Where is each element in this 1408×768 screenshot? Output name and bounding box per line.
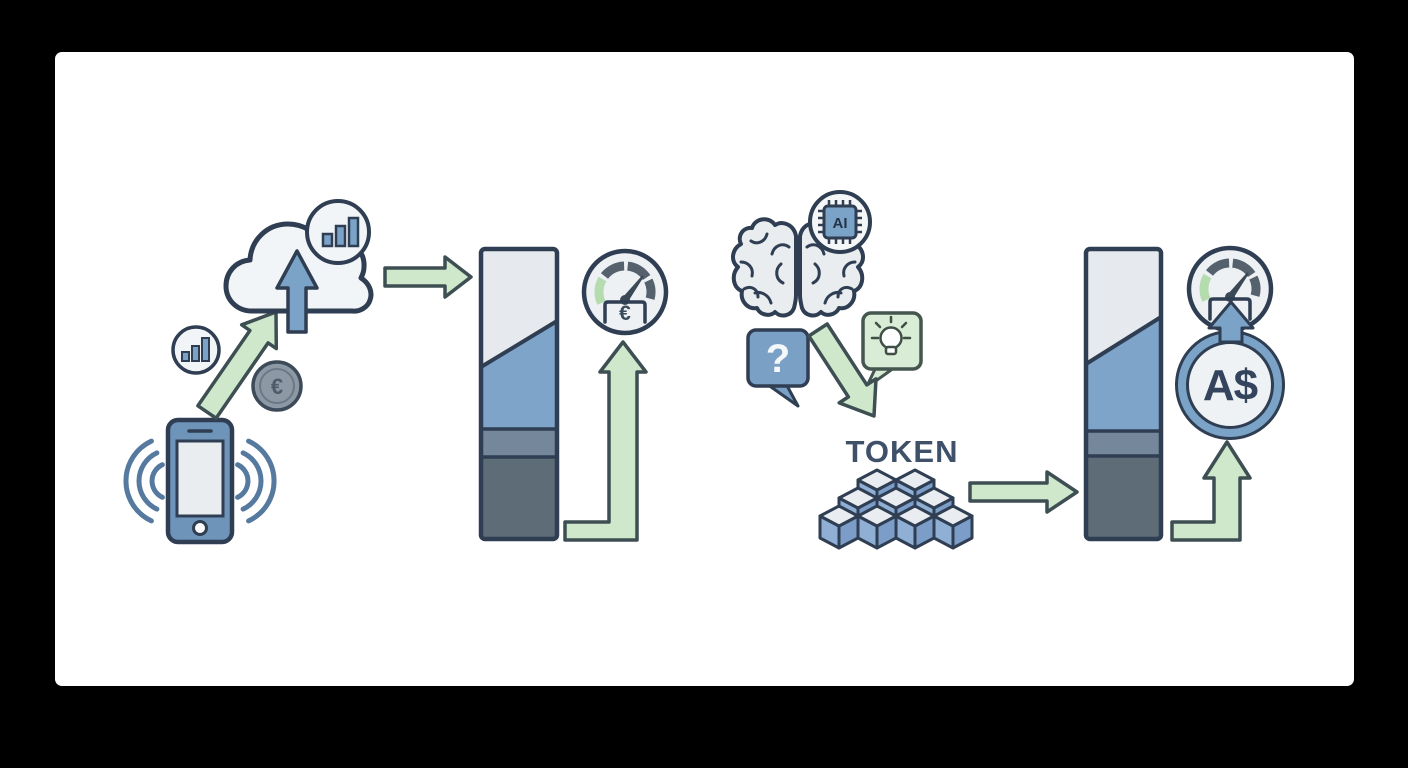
phone-home-button — [192, 520, 208, 536]
upload-arrow-icon — [275, 249, 319, 334]
signal-waves-icon — [123, 438, 277, 524]
arrow-up-elbow-left-icon — [563, 340, 648, 542]
arrow-down-right-icon — [807, 322, 878, 418]
lightbulb-icon — [870, 315, 912, 356]
bar-segment-dark — [481, 457, 557, 539]
cloud-chart-badge-icon — [305, 199, 371, 265]
arrow-right-icon — [383, 255, 473, 299]
cost-bar-left — [478, 246, 560, 542]
arrow-up-right-icon — [196, 310, 279, 420]
bar-segment-blue — [1086, 317, 1161, 431]
token-label: TOKEN — [846, 434, 959, 469]
bar-segment-blue — [481, 321, 557, 429]
question-bubble-icon: ? — [746, 328, 810, 408]
blue-up-arrow-icon — [1207, 300, 1255, 344]
trend-chart-badge-icon — [171, 325, 221, 375]
euro-coin-symbol: € — [271, 374, 283, 399]
cloud-upload-icon — [223, 199, 374, 334]
euro-coin-icon: € — [251, 360, 303, 412]
smartphone-icon — [165, 417, 235, 545]
aud-label: A$ — [1203, 361, 1258, 410]
bar-segment-band — [481, 429, 557, 457]
bar-segment-light — [481, 249, 557, 367]
arrow-up-elbow-right-icon — [1170, 440, 1252, 542]
euro-gauge-icon: € — [584, 251, 666, 333]
bar-segment-dark — [1086, 456, 1161, 539]
slide-canvas — [55, 52, 1354, 686]
ai-chip-label: AI — [833, 215, 848, 232]
bar-segment-band — [1086, 431, 1161, 456]
gauge-euro-symbol: € — [619, 302, 631, 325]
arrow-right-icon — [968, 470, 1079, 514]
cost-bar-right — [1083, 246, 1164, 542]
phone-screen — [175, 439, 225, 518]
bar-segment-light — [1086, 249, 1161, 364]
idea-bulb-bubble-icon — [861, 311, 923, 390]
aud-medallion-icon: A$ — [1175, 300, 1285, 440]
ai-chip-badge-icon: AI — [808, 190, 872, 254]
question-mark-label: ? — [766, 337, 790, 381]
